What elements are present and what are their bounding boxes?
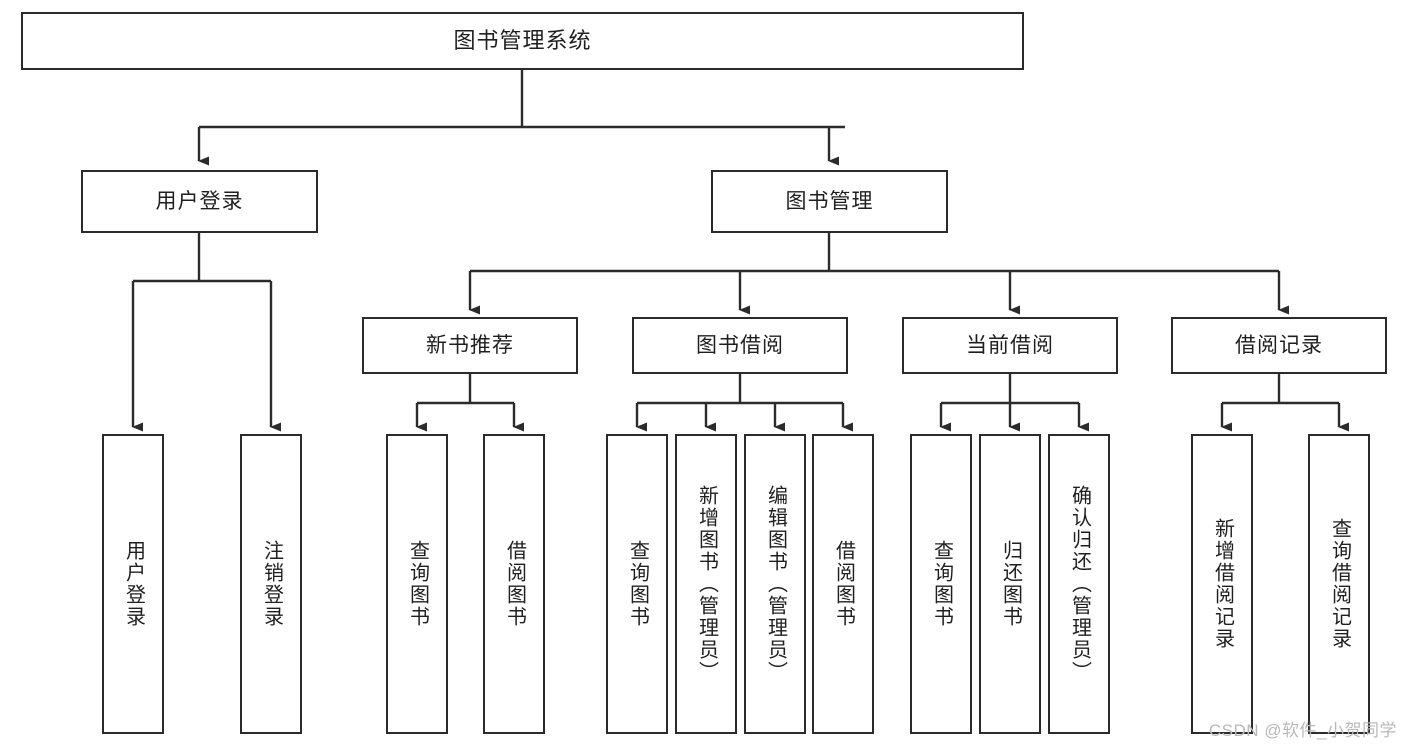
leaf-confirm-return-admin[interactable]: 确认归还（管理员） [1048,434,1110,734]
leaf-query-book-borrow[interactable]: 查询图书 [606,434,668,734]
leaf-add-borrow-record[interactable]: 新增借阅记录 [1191,434,1253,734]
leaf-query-book-current[interactable]: 查询图书 [910,434,972,734]
node-label: 图书借阅 [696,333,784,357]
node-new-book-recommend[interactable]: 新书推荐 [362,317,578,374]
node-book-borrow[interactable]: 图书借阅 [632,317,848,374]
leaf-return-book[interactable]: 归还图书 [979,434,1041,734]
leaf-add-book-admin[interactable]: 新增图书（管理员） [675,434,737,734]
node-label: 注销登录 [260,540,283,628]
node-label: 借阅图书 [832,540,855,628]
leaf-query-borrow-record[interactable]: 查询借阅记录 [1308,434,1370,734]
node-user-login[interactable]: 用户登录 [81,170,318,233]
node-label: 编辑图书（管理员） [764,485,787,683]
node-label: 用户登录 [122,540,145,628]
node-label: 新增借阅记录 [1211,518,1234,650]
node-label: 确认归还（管理员） [1068,485,1091,683]
node-label: 当前借阅 [966,333,1054,357]
leaf-borrow-book-recommend[interactable]: 借阅图书 [483,434,545,734]
node-label: 查询图书 [930,540,953,628]
leaf-borrow-book[interactable]: 借阅图书 [812,434,874,734]
leaf-user-login[interactable]: 用户登录 [102,434,164,734]
node-label: 借阅图书 [503,540,526,628]
node-label: 图书管理系统 [453,27,592,53]
watermark: CSDN @软件_小贺同学 [1208,721,1397,740]
node-label: 归还图书 [999,540,1022,628]
node-label: 查询图书 [626,540,649,628]
node-label: 查询借阅记录 [1328,518,1351,650]
node-label: 用户登录 [155,189,244,213]
leaf-edit-book-admin[interactable]: 编辑图书（管理员） [744,434,806,734]
leaf-user-logout[interactable]: 注销登录 [240,434,302,734]
node-label: 新增图书（管理员） [695,485,718,683]
node-label: 借阅记录 [1235,333,1323,357]
node-label: 图书管理 [785,189,874,213]
node-root-book-management-system[interactable]: 图书管理系统 [21,12,1024,70]
node-current-borrow[interactable]: 当前借阅 [902,317,1118,374]
leaf-query-book-recommend[interactable]: 查询图书 [386,434,448,734]
node-label: 查询图书 [406,540,429,628]
node-book-management[interactable]: 图书管理 [711,170,948,233]
node-borrow-record[interactable]: 借阅记录 [1171,317,1387,374]
node-label: 新书推荐 [426,333,514,357]
